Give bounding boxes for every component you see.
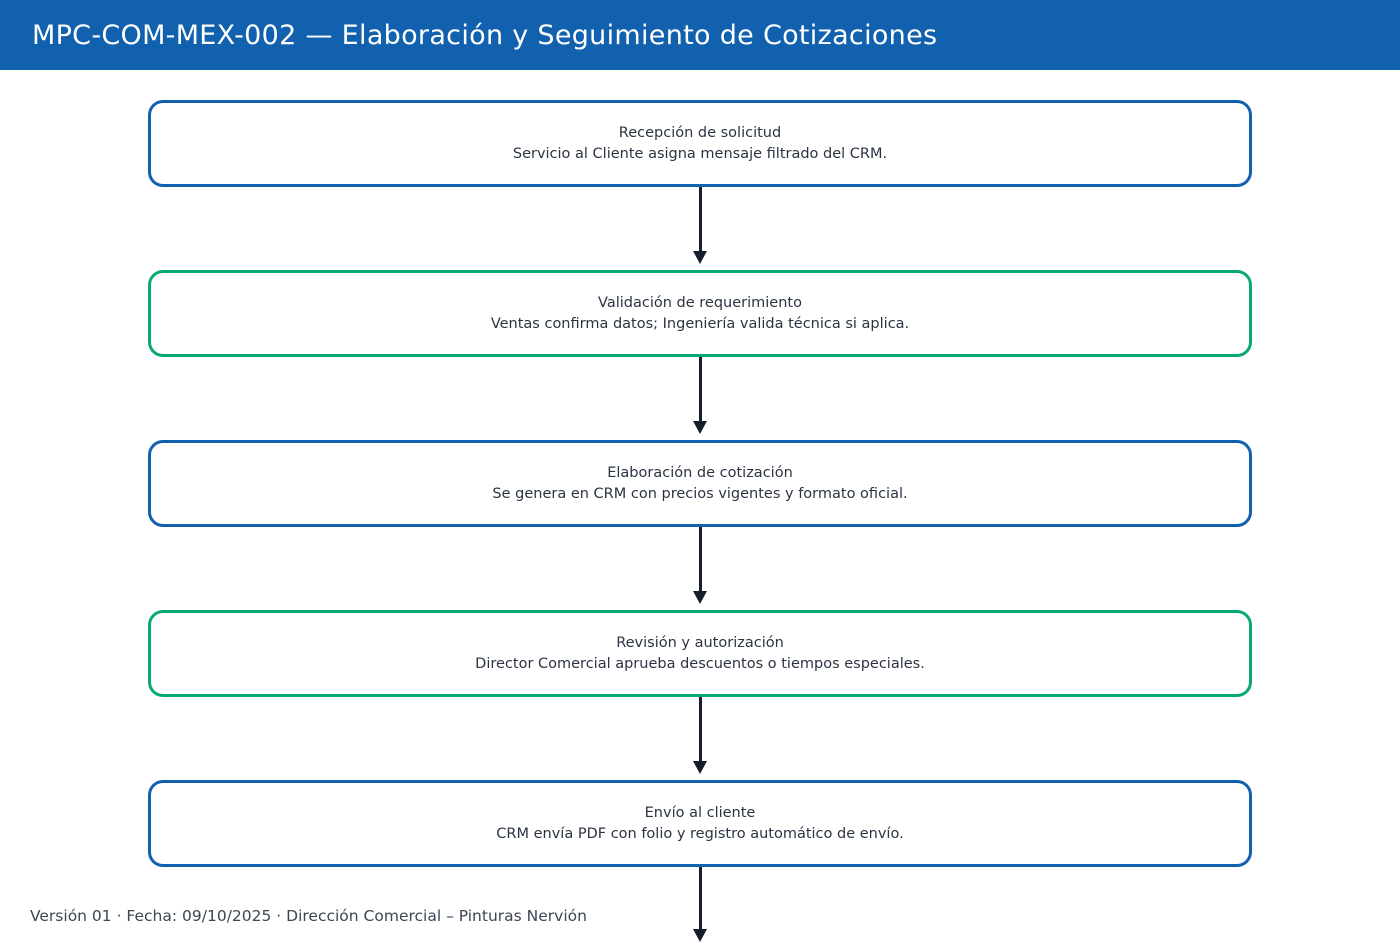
arrow-shaft (698, 697, 702, 761)
flow-connector (693, 527, 707, 610)
step-description: Servicio al Cliente asigna mensaje filtr… (512, 145, 888, 162)
step-title: Validación de requerimiento (598, 294, 802, 311)
step-title: Recepción de solicitud (618, 124, 782, 141)
arrow-shaft (698, 867, 702, 929)
flow-step: Envío al cliente CRM envía PDF con folio… (148, 780, 1252, 867)
page-title: MPC-COM-MEX-002 — Elaboración y Seguimie… (32, 19, 938, 51)
flow-connector (693, 697, 707, 780)
flow-step: Revisión y autorización Director Comerci… (148, 610, 1252, 697)
flowchart: Recepción de solicitud Servicio al Clien… (0, 100, 1400, 942)
header-bar: MPC-COM-MEX-002 — Elaboración y Seguimie… (0, 0, 1400, 70)
arrow-down-icon (693, 591, 707, 604)
arrow-down-icon (693, 761, 707, 774)
step-description: Se genera en CRM con precios vigentes y … (492, 485, 908, 502)
arrow-down-icon (693, 929, 707, 942)
arrow-shaft (698, 357, 702, 421)
step-title: Envío al cliente (644, 804, 756, 821)
flow-connector (693, 867, 707, 942)
arrow-shaft (698, 187, 702, 251)
arrow-down-icon (693, 251, 707, 264)
step-description: CRM envía PDF con folio y registro autom… (496, 825, 904, 842)
flow-step: Elaboración de cotización Se genera en C… (148, 440, 1252, 527)
flow-step: Validación de requerimiento Ventas confi… (148, 270, 1252, 357)
flow-connector (693, 357, 707, 440)
footer-note: Versión 01 · Fecha: 09/10/2025 · Direcci… (30, 907, 587, 925)
step-title: Elaboración de cotización (607, 464, 793, 481)
step-description: Ventas confirma datos; Ingeniería valida… (490, 315, 910, 332)
flow-connector (693, 187, 707, 270)
arrow-down-icon (693, 421, 707, 434)
arrow-shaft (698, 527, 702, 591)
flow-step: Recepción de solicitud Servicio al Clien… (148, 100, 1252, 187)
step-title: Revisión y autorización (616, 634, 784, 651)
step-description: Director Comercial aprueba descuentos o … (475, 655, 925, 672)
